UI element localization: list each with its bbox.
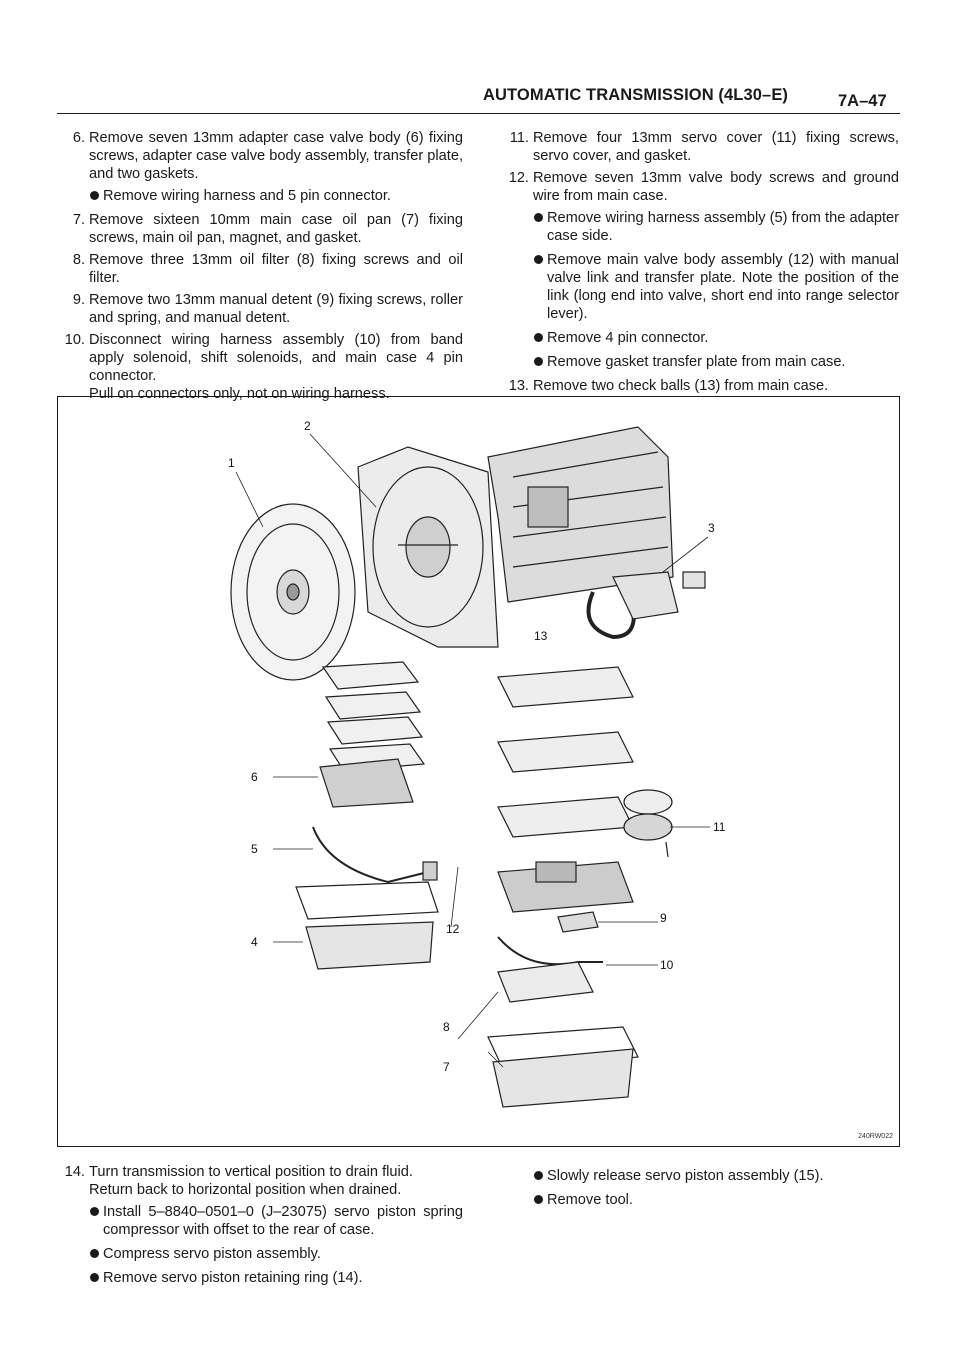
step-14: 14. Turn transmission to vertical positi… [55,1163,463,1199]
step-8: 8. Remove three 13mm oil filter (8) fixi… [55,251,463,287]
bullet-item: Slowly release servo piston assembly (15… [499,1167,899,1185]
bullet-item: Remove 4 pin connector. [499,329,899,347]
bullet-icon [534,213,543,222]
step-note: Pull on connectors only, not on wiring h… [89,386,390,402]
bullet-item: Remove main valve body assembly (12) wit… [499,251,899,323]
header-divider [57,113,900,114]
step-9: 9. Remove two 13mm manual detent (9) fix… [55,291,463,327]
leader-lines [235,433,710,1068]
bullet-icon [90,191,99,200]
page-number: 7A–47 [838,92,887,110]
step-text: Remove two 13mm manual detent (9) fixing… [89,292,463,326]
step-12: 12. Remove seven 13mm valve body screws … [499,169,899,205]
left-column: 6. Remove seven 13mm adapter case valve … [55,129,463,407]
step-11: 11. Remove four 13mm servo cover (11) fi… [499,129,899,165]
step-number: 12. [508,170,529,186]
step-number: 9. [72,292,85,308]
step-number: 13. [508,378,529,394]
bullet-icon [534,357,543,366]
step-text: Remove sixteen 10mm main case oil pan (7… [89,212,463,246]
adapter-oil-pan-drawing [295,881,439,970]
step-number: 11. [509,130,529,146]
bullet-text: Remove wiring harness and 5 pin connecto… [103,188,391,204]
bullet-item: Compress servo piston assembly. [55,1245,463,1263]
callout-10: 10 [660,958,674,972]
bell-housing-drawing [357,446,499,648]
step-number: 6. [72,130,85,146]
bullet-item: Remove wiring harness and 5 pin connecto… [55,187,463,205]
callout-13: 13 [534,629,548,643]
right-column: 11. Remove four 13mm servo cover (11) fi… [499,129,899,399]
bullet-item: Install 5–8840–0501–0 (J–23075) servo pi… [55,1203,463,1239]
step-text: Remove four 13mm servo cover (11) fixing… [533,130,899,164]
callout-labels: 1 2 3 4 5 6 7 8 9 10 11 12 13 [228,419,726,1074]
bullet-text: Compress servo piston assembly. [103,1246,321,1262]
bullet-text: Slowly release servo piston assembly (15… [547,1168,824,1184]
step-6: 6. Remove seven 13mm adapter case valve … [55,129,463,183]
bullet-icon [90,1249,99,1258]
figure-code: 240RW022 [858,1133,893,1140]
adapter-valve-body-drawing [319,661,426,808]
step-10: 10. Disconnect wiring harness assembly (… [55,331,463,403]
step-7: 7. Remove sixteen 10mm main case oil pan… [55,211,463,247]
callout-8: 8 [443,1020,450,1034]
main-oil-pan-drawing [487,1026,639,1108]
bullet-icon [534,333,543,342]
bullet-text: Remove wiring harness assembly (5) from … [547,210,899,244]
step-text: Remove two check balls (13) from main ca… [533,378,829,394]
section-title: AUTOMATIC TRANSMISSION (4L30–E) [483,86,789,104]
callout-9: 9 [660,911,667,925]
step-text: Disconnect wiring harness assembly (10) … [89,332,463,384]
bottom-left-column: 14. Turn transmission to vertical positi… [55,1163,463,1293]
bullet-text: Remove tool. [547,1192,633,1208]
step-13: 13. Remove two check balls (13) from mai… [499,377,899,395]
main-valve-body-drawing [497,666,634,913]
bullet-icon [90,1207,99,1216]
bullet-text: Remove main valve body assembly (12) wit… [547,252,899,322]
step-text: Remove three 13mm oil filter (8) fixing … [89,252,463,286]
transmission-diagram: 1 2 3 4 5 6 7 8 9 10 11 12 13 [228,419,726,1108]
oil-filter-drawing [497,961,594,1003]
callout-11: 11 [713,820,726,834]
band-harness-drawing [497,911,603,966]
callout-7: 7 [443,1060,450,1074]
bullet-text: Remove 4 pin connector. [547,330,709,346]
step-text: Turn transmission to vertical position t… [89,1164,413,1180]
servo-drawing [586,571,706,640]
step-number: 14. [64,1164,85,1180]
exploded-view-figure: 1 2 3 4 5 6 7 8 9 10 11 12 13 240RW022 [57,396,900,1147]
bullet-text: Remove servo piston retaining ring (14). [103,1270,363,1286]
callout-12: 12 [446,922,460,936]
step-note: Return back to horizontal position when … [89,1182,402,1198]
bottom-right-column: Slowly release servo piston assembly (15… [499,1163,899,1215]
bullet-text: Install 5–8840–0501–0 (J–23075) servo pi… [103,1204,463,1238]
bullet-item: Remove servo piston retaining ring (14). [55,1269,463,1287]
step-text: Remove seven 13mm valve body screws and … [533,170,899,204]
servo-cover-drawing [623,789,673,858]
callout-1: 1 [228,456,235,470]
bullet-icon [534,1195,543,1204]
bullet-text: Remove gasket transfer plate from main c… [547,354,846,370]
bullet-icon [534,1171,543,1180]
step-number: 7. [72,212,85,228]
bullet-item: Remove wiring harness assembly (5) from … [499,209,899,245]
bullet-icon [534,255,543,264]
callout-4: 4 [251,935,258,949]
callout-5: 5 [251,842,258,856]
callout-2: 2 [304,419,311,433]
step-text: Remove seven 13mm adapter case valve bod… [89,130,463,182]
step-number: 10. [64,332,85,348]
bullet-icon [90,1273,99,1282]
bullet-item: Remove gasket transfer plate from main c… [499,353,899,371]
callout-3: 3 [708,521,715,535]
torque-converter-drawing [230,503,356,681]
main-case-drawing [487,426,674,603]
callout-6: 6 [251,770,258,784]
wiring-harness-drawing [312,826,438,884]
step-number: 8. [72,252,85,268]
bullet-item: Remove tool. [499,1191,899,1209]
